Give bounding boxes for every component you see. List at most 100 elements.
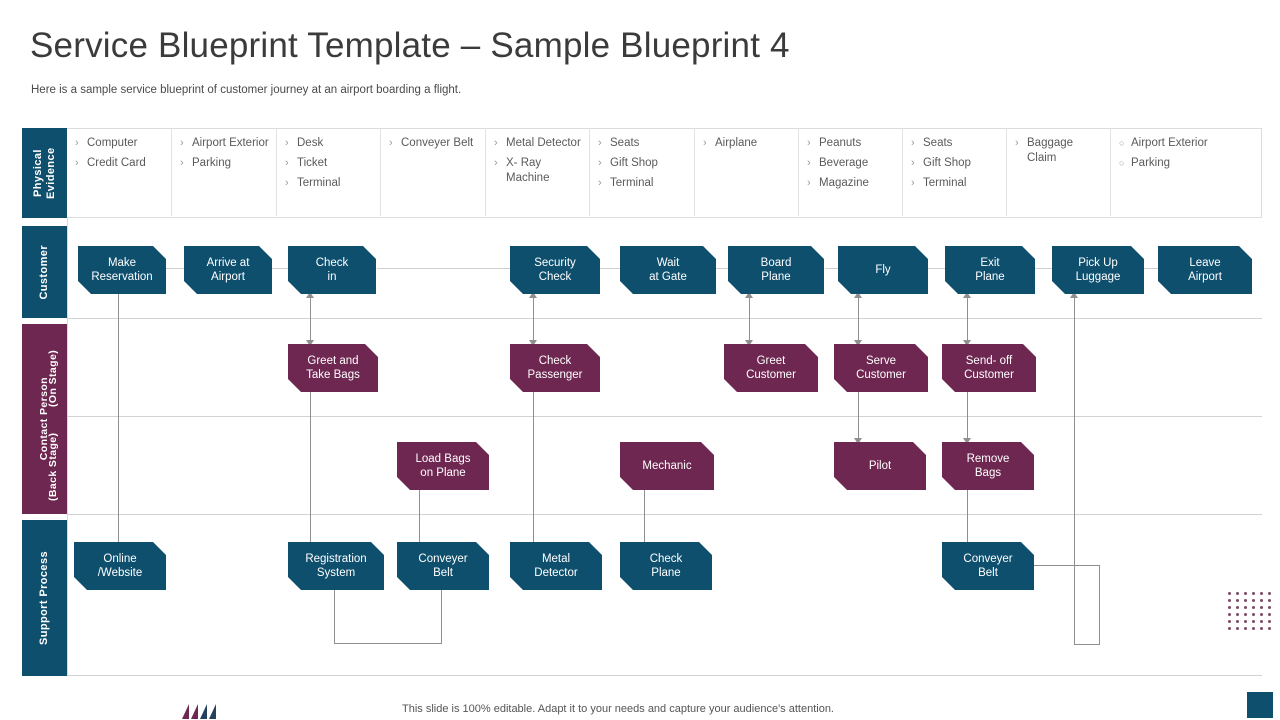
support-step-label: Conveyer Belt xyxy=(418,553,468,579)
arrow-down-serve-customer xyxy=(854,340,862,346)
physical-evidence-item: ›Beverage xyxy=(807,156,896,171)
arrow-down-pilot xyxy=(854,438,862,444)
circle-bullet-icon: ○ xyxy=(1119,138,1125,148)
physical-evidence-column: ›Computer›Credit Card xyxy=(67,128,172,216)
chevron-bullet-icon: › xyxy=(285,137,289,149)
customer-link xyxy=(1033,268,1068,269)
customer-step-box[interactable]: Wait at Gate xyxy=(620,246,716,294)
support-step-box[interactable]: Conveyer Belt xyxy=(397,542,489,590)
physical-evidence-item: ›Parking xyxy=(180,156,270,171)
physical-evidence-label: Terminal xyxy=(923,177,967,189)
customer-step-label: Leave Airport xyxy=(1188,257,1222,283)
support-step-box[interactable]: Online /Website xyxy=(74,542,166,590)
customer-step-box[interactable]: Fly xyxy=(838,246,928,294)
customer-step-label: Pick Up Luggage xyxy=(1075,257,1121,283)
decorative-dot xyxy=(1260,606,1263,609)
chevron-bullet-icon: › xyxy=(180,137,184,149)
physical-evidence-column: ›Seats›Gift Shop›Terminal xyxy=(903,128,1007,216)
physical-evidence-item: ○ Airport Exterior xyxy=(1119,136,1211,151)
footer-note: This slide is 100% editable. Adapt it to… xyxy=(402,703,834,715)
arrow-up-checkin xyxy=(306,292,314,298)
label-divider xyxy=(67,128,68,676)
chevron-bullet-icon: › xyxy=(598,157,602,169)
decorative-dot xyxy=(1228,606,1231,609)
on-stage-step-box[interactable]: Greet Customer xyxy=(724,344,818,392)
decorative-dot xyxy=(1260,599,1263,602)
physical-evidence-label: Airport Exterior xyxy=(1131,137,1208,149)
decorative-dot xyxy=(1228,620,1231,623)
customer-step-box[interactable]: Leave Airport xyxy=(1158,246,1252,294)
physical-evidence-item: ›Airplane xyxy=(703,136,792,151)
physical-evidence-item: › Metal Detector xyxy=(494,136,583,151)
back-stage-step-box[interactable]: Pilot xyxy=(834,442,926,490)
support-step-box[interactable]: Conveyer Belt xyxy=(942,542,1034,590)
customer-step-box[interactable]: Pick Up Luggage xyxy=(1052,246,1144,294)
on-stage-step-label: Greet and Take Bags xyxy=(306,355,360,381)
customer-step-box[interactable]: Exit Plane xyxy=(945,246,1035,294)
connector-checkplane-feed xyxy=(644,510,645,548)
customer-step-label: Wait at Gate xyxy=(649,257,687,283)
back-stage-step-box[interactable]: Remove Bags xyxy=(942,442,1034,490)
decorative-dot xyxy=(1252,627,1255,630)
on-stage-step-box[interactable]: Send- off Customer xyxy=(942,344,1036,392)
support-step-box[interactable]: Metal Detector xyxy=(510,542,602,590)
physical-evidence-label: Parking xyxy=(192,157,231,169)
support-step-label: Check Plane xyxy=(649,553,683,579)
dot-grid-decoration xyxy=(1228,592,1276,634)
physical-evidence-label: X- Ray Machine xyxy=(506,157,550,184)
chevron-bullet-icon: › xyxy=(1015,137,1019,149)
chevron-bullet-icon: › xyxy=(75,137,79,149)
customer-step-label: Make Reservation xyxy=(91,257,153,283)
chevron-bullet-icon: › xyxy=(911,157,915,169)
customer-link xyxy=(598,268,633,269)
row-label-back-stage-text: (Back Stage) xyxy=(47,432,59,501)
physical-evidence-item: ›Magazine xyxy=(807,176,896,191)
arrow-up-pickup-luggage xyxy=(1070,292,1078,298)
customer-step-label: Arrive at Airport xyxy=(206,257,250,283)
physical-evidence-label: Baggage Claim xyxy=(1027,137,1074,164)
back-stage-step-box[interactable]: Mechanic xyxy=(620,442,714,490)
connector-loop-down xyxy=(334,588,335,644)
physical-evidence-column: ›Desk›Ticket›Terminal xyxy=(277,128,381,216)
support-step-box[interactable]: Check Plane xyxy=(620,542,712,590)
physical-evidence-column: › Baggage Claim xyxy=(1007,128,1111,216)
customer-step-box[interactable]: Board Plane xyxy=(728,246,824,294)
physical-evidence-label: Credit Card xyxy=(87,157,146,169)
connector-pickup-up xyxy=(1074,296,1075,644)
chevron-bullet-icon: › xyxy=(75,157,79,169)
physical-evidence-column: ›Airplane xyxy=(695,128,799,216)
physical-evidence-item: ›Computer xyxy=(75,136,165,151)
customer-step-box[interactable]: Make Reservation xyxy=(78,246,166,294)
on-stage-step-label: Check Passenger xyxy=(527,355,583,381)
customer-step-box[interactable]: Check in xyxy=(288,246,376,294)
arrow-down-greet-customer xyxy=(745,340,753,346)
band-divider-onstage-top xyxy=(67,318,1262,319)
chevron-bullet-icon: › xyxy=(807,157,811,169)
decorative-dot xyxy=(1268,627,1271,630)
customer-step-box[interactable]: Security Check xyxy=(510,246,600,294)
support-step-box[interactable]: Registration System xyxy=(288,542,384,590)
physical-evidence-item: ›Desk xyxy=(285,136,374,151)
chevron-bullet-icon: › xyxy=(807,137,811,149)
physical-evidence-column: › Peanuts ›Beverage ›Magazine xyxy=(799,128,903,216)
physical-evidence-label: Metal Detector xyxy=(506,137,581,149)
decorative-dot xyxy=(1236,599,1239,602)
back-stage-step-box[interactable]: Load Bags on Plane xyxy=(397,442,489,490)
physical-evidence-label: Airplane xyxy=(715,137,758,149)
on-stage-step-box[interactable]: Check Passenger xyxy=(510,344,600,392)
decorative-dot xyxy=(1252,613,1255,616)
back-stage-step-label: Load Bags on Plane xyxy=(415,453,471,479)
decorative-dot xyxy=(1268,606,1271,609)
chevron-bullet-icon: › xyxy=(494,137,498,149)
on-stage-step-box[interactable]: Serve Customer xyxy=(834,344,928,392)
decorative-dot xyxy=(1268,592,1271,595)
arrow-up-fly xyxy=(854,292,862,298)
customer-step-box[interactable]: Arrive at Airport xyxy=(184,246,272,294)
physical-evidence-column: ›Seats›Gift Shop›Terminal xyxy=(590,128,695,216)
connector-conveyer-right xyxy=(1032,565,1100,566)
decorative-dot xyxy=(1260,620,1263,623)
on-stage-step-box[interactable]: Greet and Take Bags xyxy=(288,344,378,392)
connector-board-greet xyxy=(749,294,750,346)
physical-evidence-label: Peanuts xyxy=(819,137,862,149)
chevron-bullet-icon: › xyxy=(911,177,915,189)
